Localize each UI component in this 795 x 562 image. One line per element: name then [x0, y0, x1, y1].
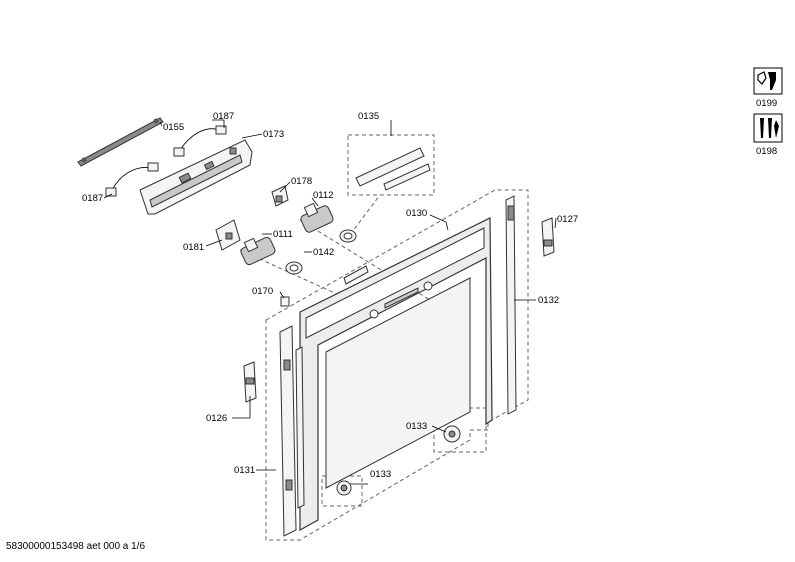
- label-0135: 0135: [358, 111, 379, 122]
- front-frame: [299, 217, 493, 532]
- label-0126: 0126: [206, 413, 227, 424]
- knob-ring-upper: [339, 229, 357, 243]
- clip-0170: [280, 296, 290, 307]
- lamp-strip-parts: [355, 147, 431, 191]
- control-panel-bracket: [139, 139, 253, 215]
- rotary-switch-0112: [300, 202, 334, 233]
- label-0142: 0142: [313, 247, 334, 258]
- label-0130: 0130: [406, 208, 427, 219]
- label-0187-bottom: 0187: [82, 193, 103, 204]
- label-0127: 0127: [557, 214, 578, 225]
- label-0198: 0198: [756, 146, 777, 157]
- cable-harness-top: [173, 125, 227, 157]
- label-0133-left: 0133: [370, 469, 391, 480]
- label-0178: 0178: [291, 176, 312, 187]
- label-0111: 0111: [273, 229, 293, 240]
- label-0131: 0131: [234, 465, 255, 476]
- label-0112: 0112: [313, 190, 333, 201]
- wrench-icon: [753, 67, 783, 95]
- label-0155: 0155: [163, 122, 184, 133]
- side-profile-right: [505, 195, 517, 415]
- side-profile-left: [279, 325, 297, 537]
- cap-0133-left: [336, 480, 352, 496]
- document-footer: 58300000153498 aet 000 a 1/6: [6, 541, 146, 552]
- rail-bar: [77, 117, 164, 167]
- label-0173: 0173: [263, 129, 284, 140]
- selector-0181: [215, 219, 241, 251]
- switch-0178: [271, 185, 289, 207]
- cable-harness-bottom: [105, 162, 159, 197]
- lamp-holder-small: [343, 265, 369, 285]
- knob-ring-lower: [285, 261, 303, 275]
- label-0181: 0181: [183, 242, 204, 253]
- label-0132: 0132: [538, 295, 559, 306]
- side-strip-left-inner: [295, 346, 305, 509]
- rotary-switch-0111: [240, 236, 276, 266]
- label-0170: 0170: [252, 286, 273, 297]
- bracket-left: [243, 361, 257, 403]
- bracket-right: [541, 217, 555, 257]
- label-0199: 0199: [756, 98, 777, 109]
- label-0187-top: 0187: [213, 111, 234, 122]
- leader-lines: [103, 119, 557, 485]
- screws-icon: [753, 113, 783, 143]
- cap-0133-right: [443, 425, 461, 443]
- label-0133-right: 0133: [406, 421, 427, 432]
